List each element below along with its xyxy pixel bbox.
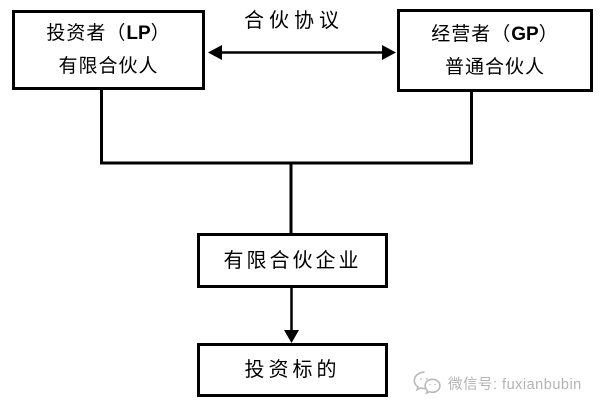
wechat-icon: [413, 371, 441, 395]
limited-partnership-box: 有限合伙企业: [197, 233, 388, 288]
operator-gp-box: 经营者（GP） 普通合伙人: [397, 9, 593, 92]
investor-lp-box-line2: 有限合伙人: [58, 56, 159, 77]
agreement-label: 合伙协议: [244, 10, 344, 32]
watermark: 微信号: fuxianbubin: [412, 370, 582, 397]
target-arrow-head: [284, 330, 299, 343]
operator-gp-box-line1: 经营者（GP）: [431, 23, 559, 45]
investment-target-box-label: 投资标的: [244, 359, 341, 381]
watermark-text: 微信号: fuxianbubin: [448, 377, 582, 393]
operator-gp-box-line2: 普通合伙人: [444, 56, 545, 78]
agreement-arrow-left-head: [208, 45, 222, 60]
limited-partnership-box-label: 有限合伙企业: [223, 249, 362, 272]
investment-target-box: 投资标的: [197, 343, 388, 397]
investor-lp-box-line1: 投资者（LP）: [46, 23, 171, 44]
investor-lp-box: 投资者（LP） 有限合伙人: [12, 10, 205, 90]
agreement-arrow-right-head: [382, 45, 396, 60]
